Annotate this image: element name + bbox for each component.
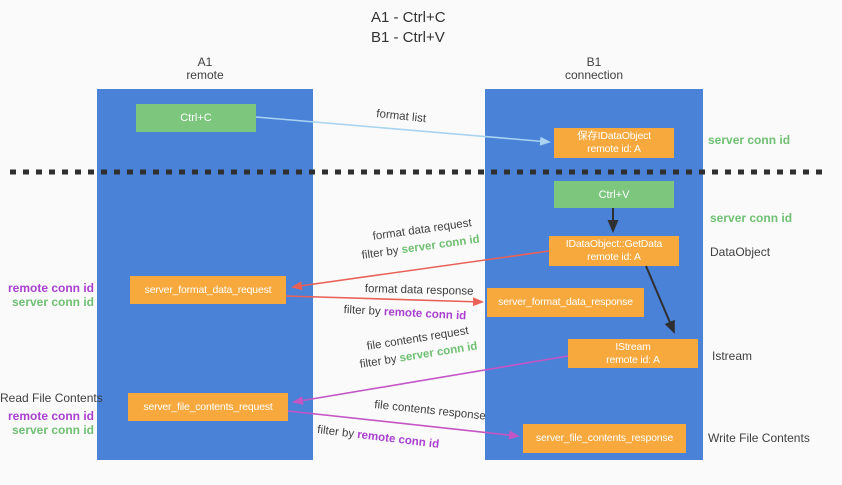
lane-b1-subtitle: connection xyxy=(564,68,624,82)
node-ctrl-v: Ctrl+V xyxy=(554,181,674,208)
node-istream-line1: IStream xyxy=(615,340,651,353)
label-istream: Istream xyxy=(712,349,753,363)
node-server-file-contents-response-label: server_file_contents_response xyxy=(535,432,674,444)
lane-a1-name: A1 xyxy=(197,55,213,69)
lane-b1-name: B1 xyxy=(586,55,602,69)
label-filter-by-remote-conn-id-2: filter by remote conn id xyxy=(317,424,440,451)
node-server-format-data-request: server_format_data_request xyxy=(130,276,286,304)
label-file-contents-response: file contents response xyxy=(373,399,487,423)
left-conn-id-block-1: remote conn id server conn id xyxy=(0,281,94,309)
node-ctrl-v-label: Ctrl+V xyxy=(598,188,630,201)
node-server-format-data-request-label: server_format_data_request xyxy=(144,283,272,296)
node-server-format-data-response-label: server_format_data_response xyxy=(498,296,633,308)
remote-conn-id-text: remote conn id xyxy=(356,428,440,451)
filter-by-prefix: filter by xyxy=(359,352,401,371)
title-line-1: A1 - Ctrl+C xyxy=(371,9,446,26)
node-istream-line2: remote id: A xyxy=(606,353,660,366)
diagram-title: A1 - Ctrl+C B1 - Ctrl+V xyxy=(371,8,446,48)
node-save-idataobject-line2: remote id: A xyxy=(587,143,641,155)
node-idataobject-getdata: IDataObject::GetData remote id: A xyxy=(549,236,679,266)
filter-by-prefix: filter by xyxy=(361,244,403,262)
node-server-file-contents-request-label: server_file_contents_request xyxy=(143,400,273,413)
node-save-idataobject: 保存IDataObject remote id: A xyxy=(554,128,674,158)
left-conn-id-block-2: remote conn id server conn id xyxy=(0,409,94,437)
label-read-file-contents: Read File Contents xyxy=(0,391,103,405)
label-remote-conn-id-left-1: remote conn id xyxy=(7,281,94,295)
node-server-file-contents-request: server_file_contents_request xyxy=(128,393,288,421)
label-format-list: format list xyxy=(375,108,427,126)
lane-a1-header: A1 remote xyxy=(97,56,313,82)
node-ctrl-c: Ctrl+C xyxy=(136,104,256,132)
label-dataobject: DataObject xyxy=(710,245,771,259)
node-idataobject-getdata-line1: IDataObject::GetData xyxy=(565,238,663,250)
lane-a1-subtitle: remote xyxy=(186,68,224,82)
node-idataobject-getdata-line2: remote id: A xyxy=(587,251,641,263)
node-ctrl-c-label: Ctrl+C xyxy=(180,112,212,124)
label-server-conn-id-left-2: server conn id xyxy=(11,423,94,437)
label-write-file-contents: Write File Contents xyxy=(708,431,810,445)
filter-by-prefix: filter by xyxy=(343,304,385,319)
label-server-conn-id-right-2: server conn id xyxy=(710,211,793,225)
remote-conn-id-text: remote conn id xyxy=(383,306,467,323)
node-save-idataobject-line1: 保存IDataObject xyxy=(577,130,651,142)
node-server-file-contents-response: server_file_contents_response xyxy=(523,424,686,453)
label-remote-conn-id-left-2: remote conn id xyxy=(7,409,94,423)
node-server-format-data-response: server_format_data_response xyxy=(487,288,644,317)
label-server-conn-id-right-1: server conn id xyxy=(708,133,791,147)
label-format-data-response: format data response xyxy=(364,283,474,298)
lane-b1-header: B1 connection xyxy=(485,56,703,82)
label-server-conn-id-left-1: server conn id xyxy=(11,295,94,309)
node-istream: IStream remote id: A xyxy=(568,339,698,368)
filter-by-prefix: filter by xyxy=(316,424,358,441)
label-filter-by-remote-conn-id-1: filter by remote conn id xyxy=(343,304,466,322)
title-line-2: B1 - Ctrl+V xyxy=(371,29,445,46)
